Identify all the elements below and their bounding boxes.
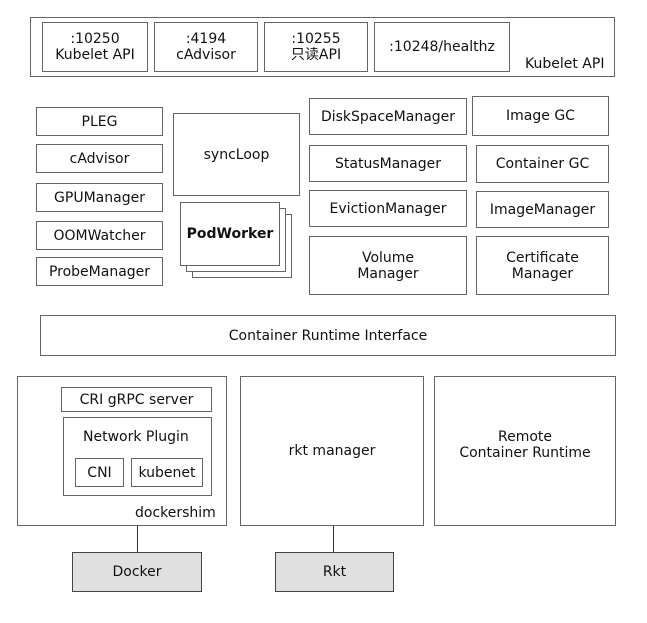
plugin-kubenet: kubenet [131, 458, 203, 487]
volume-manager: Volume Manager [309, 236, 467, 295]
docker-connector [137, 526, 138, 552]
module-oomwatcher: OOMWatcher [36, 221, 163, 250]
container-gc: Container GC [476, 145, 609, 183]
network-plugin-label: Network Plugin [83, 429, 189, 445]
rkt-connector [333, 526, 334, 552]
port-number: :10248/healthz [389, 39, 495, 55]
port-name: cAdvisor [176, 47, 236, 63]
status-manager: StatusManager [309, 145, 467, 182]
remote-container-runtime: Remote Container Runtime [434, 376, 616, 526]
cri-grpc-server: CRI gRPC server [61, 387, 212, 412]
image-manager: ImageManager [476, 191, 609, 228]
port-number: :4194 [185, 31, 227, 47]
module-pleg: PLEG [36, 107, 163, 136]
module-cadvisor: cAdvisor [36, 144, 163, 173]
disk-space-manager: DiskSpaceManager [309, 98, 467, 135]
dockershim-label: dockershim [135, 505, 216, 521]
module-probemanager: ProbeManager [36, 257, 163, 286]
rkt-engine: Rkt [275, 552, 394, 592]
port-kubelet-api: :10250 Kubelet API [42, 22, 148, 72]
port-name: 只读API [290, 47, 342, 63]
syncloop: syncLoop [173, 113, 300, 196]
port-number: :10255 [291, 31, 341, 47]
certificate-manager: Certificate Manager [476, 236, 609, 295]
plugin-cni: CNI [75, 458, 124, 487]
port-number: :10250 [70, 31, 120, 47]
module-gpumanager: GPUManager [36, 183, 163, 212]
port-name: Kubelet API [55, 47, 135, 63]
podworker: PodWorker [180, 202, 280, 266]
port-cadvisor: :4194 cAdvisor [154, 22, 258, 72]
rkt-manager: rkt manager [240, 376, 424, 526]
image-gc: Image GC [472, 96, 609, 136]
port-healthz: :10248/healthz [374, 22, 510, 72]
kubelet-api-label: Kubelet API [525, 56, 605, 72]
container-runtime-interface: Container Runtime Interface [40, 315, 616, 356]
eviction-manager: EvictionManager [309, 190, 467, 227]
port-readonly-api: :10255 只读API [264, 22, 368, 72]
docker-engine: Docker [72, 552, 202, 592]
